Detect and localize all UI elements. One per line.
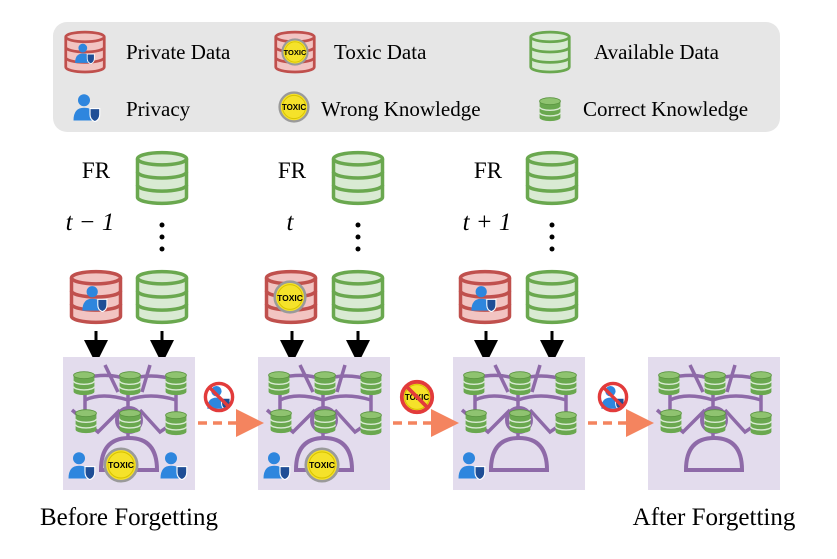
round-t-minus-1: FR t − 1 xyxy=(66,150,189,364)
legend-toxic-data: Toxic Data xyxy=(334,40,427,64)
wrong-knowledge-icon: TOXIC xyxy=(278,91,310,123)
forget-arrow-3 xyxy=(588,381,654,437)
round-t: FR t TOXIC xyxy=(264,150,385,364)
available-database-icon xyxy=(331,150,385,206)
available-database-icon xyxy=(331,269,385,325)
vertical-ellipsis-icon xyxy=(549,222,555,252)
correct-knowledge-icon xyxy=(538,97,562,122)
private-data-icon xyxy=(64,30,106,74)
forget-arrow-1 xyxy=(198,381,264,437)
private-database-icon xyxy=(69,269,123,325)
model-panel-round-t-plus-1 xyxy=(453,357,585,490)
fr-label: FR xyxy=(278,158,307,183)
model-panel-after xyxy=(648,357,780,490)
toxic-badge-label: TOXIC xyxy=(282,103,307,112)
fr-label: FR xyxy=(82,158,111,183)
legend-privacy: Privacy xyxy=(126,97,191,121)
vertical-ellipsis-icon xyxy=(159,222,165,252)
model-panel-round-t: TOXIC xyxy=(258,357,390,490)
vertical-ellipsis-icon xyxy=(355,222,361,252)
fr-label: FR xyxy=(474,158,503,183)
available-database-icon xyxy=(525,150,579,206)
caption-after-forgetting: After Forgetting xyxy=(633,504,796,531)
toxic-badge-label: TOXIC xyxy=(277,293,303,303)
caption-before-forgetting: Before Forgetting xyxy=(40,504,218,531)
round-t-plus-1: FR t + 1 xyxy=(458,150,579,364)
toxic-data-icon: TOXIC xyxy=(274,30,316,74)
available-database-icon xyxy=(525,269,579,325)
legend-private-data: Private Data xyxy=(126,40,231,64)
available-database-icon xyxy=(135,150,189,206)
available-database-icon xyxy=(135,269,189,325)
private-database-icon xyxy=(458,269,512,325)
model-panel-before: TOXIC xyxy=(63,357,195,490)
forget-toxic-icon: TOXIC xyxy=(399,379,435,415)
legend-correct-knowledge: Correct Knowledge xyxy=(583,97,748,121)
legend-wrong-knowledge: Wrong Knowledge xyxy=(321,97,481,121)
legend-available-data: Available Data xyxy=(594,40,720,64)
toxic-badge-label: TOXIC xyxy=(284,48,307,57)
forget-privacy-icon xyxy=(203,381,235,413)
forget-privacy-icon xyxy=(597,381,629,413)
forget-arrow-2: TOXIC xyxy=(393,379,459,437)
round-step-label: t − 1 xyxy=(66,209,115,236)
round-step-label: t xyxy=(287,209,295,236)
toxic-badge-label: TOXIC xyxy=(309,460,335,470)
legend: Private Data TOXIC Toxic Data Available … xyxy=(53,22,780,132)
available-data-icon xyxy=(529,30,571,74)
round-step-label: t + 1 xyxy=(463,209,512,236)
legend-background xyxy=(53,22,780,132)
toxic-badge-label: TOXIC xyxy=(108,460,134,470)
